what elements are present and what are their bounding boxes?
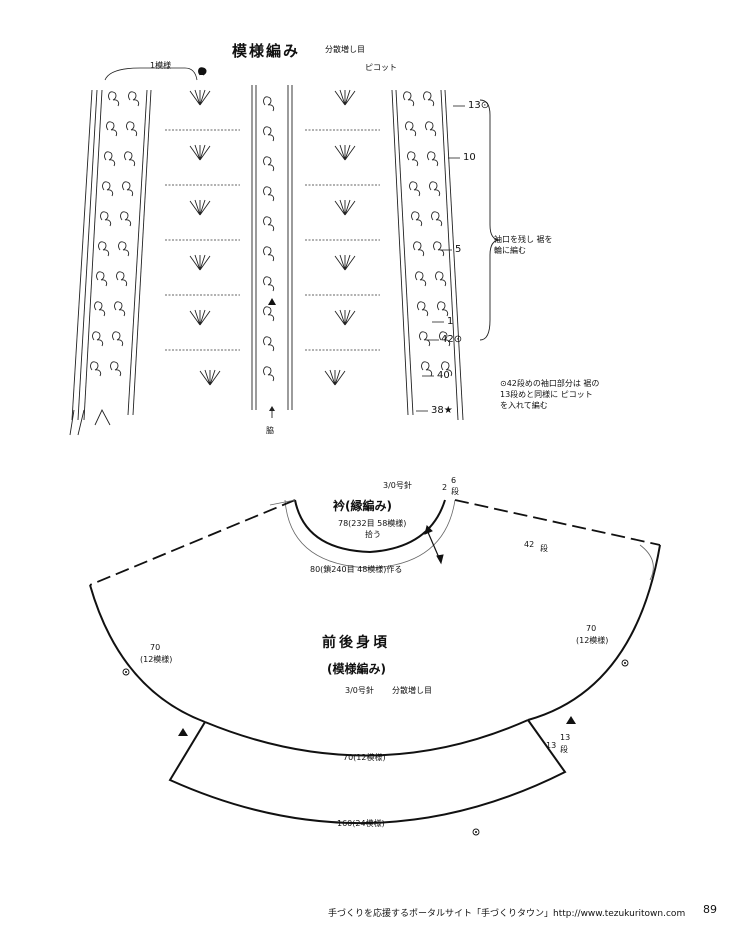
- body-increase: 分散増し目: [392, 686, 432, 695]
- shoulder-rows-top-unit: 段: [451, 487, 459, 496]
- collar-hook: 3/0号針: [383, 481, 412, 490]
- hem-bottom-length: 160(24模様): [337, 819, 385, 828]
- chart-subtitle: 分散増し目: [325, 45, 365, 54]
- row-label-5: 5: [455, 244, 462, 255]
- hem-rows-unit: 段: [560, 745, 568, 754]
- star-icon: ★: [443, 405, 453, 416]
- row-label-42: 42⊙: [441, 334, 463, 345]
- stitch-chart: [69, 67, 501, 436]
- collar-pickup-action: 拾う: [365, 530, 381, 539]
- collar-pickup: 78(232目 58模様): [338, 519, 407, 528]
- hem-top-length: 70(12模様): [343, 753, 386, 762]
- body-subtitle: (模様編み): [327, 662, 386, 676]
- collar-title: 衿(縁編み): [333, 499, 392, 513]
- shoulder-rows-42: 42: [524, 540, 535, 549]
- garment-schematic: [89, 499, 661, 825]
- left-side-patterns: (12模様): [140, 655, 173, 664]
- body-title: 前後身頃: [322, 635, 390, 651]
- chart-title: 模様編み: [232, 42, 301, 60]
- shoulder-rows-top: 2: [442, 483, 448, 492]
- row-label-1: 1: [447, 316, 454, 327]
- page-number: 89: [703, 903, 717, 916]
- circle-dot-icon: ⊙: [480, 100, 490, 111]
- note-row-42: ⊙42段めの袖口部分は 裾の13段めと同様に ピコットを入れて編む: [500, 379, 600, 410]
- row-label-38: 38★: [431, 405, 453, 416]
- hem-rows-num: 13: [560, 733, 571, 742]
- row-label-13: 13⊙: [468, 100, 490, 111]
- markers: [122, 67, 629, 836]
- label-picot: ピコット: [365, 63, 397, 72]
- side-note: 袖口を残し 裾を輪に編む: [494, 235, 553, 255]
- circle-dot-icon: ⊙: [500, 379, 507, 388]
- hem-rows: 13: [546, 741, 557, 750]
- footer-site: 手づくりを応援するポータルサイト「手づくりタウン」http://www.tezu…: [328, 909, 686, 919]
- right-side-patterns: (12模様): [576, 636, 609, 645]
- row-label-40: 40: [437, 370, 450, 381]
- right-side-length: 70: [586, 624, 597, 633]
- center-label: 脇: [266, 426, 274, 435]
- circle-dot-icon: ⊙: [453, 334, 463, 345]
- left-side-length: 70: [150, 643, 161, 652]
- label-1pattern: 1模様: [150, 61, 172, 70]
- collar-start: 80(鎖240目 48模様)作る: [310, 565, 403, 574]
- body-hook: 3/0号針: [345, 686, 374, 695]
- row-label-10: 10: [463, 152, 476, 163]
- shoulder-rows-top-num: 6: [451, 476, 457, 485]
- shoulder-rows-42-unit: 段: [540, 544, 548, 553]
